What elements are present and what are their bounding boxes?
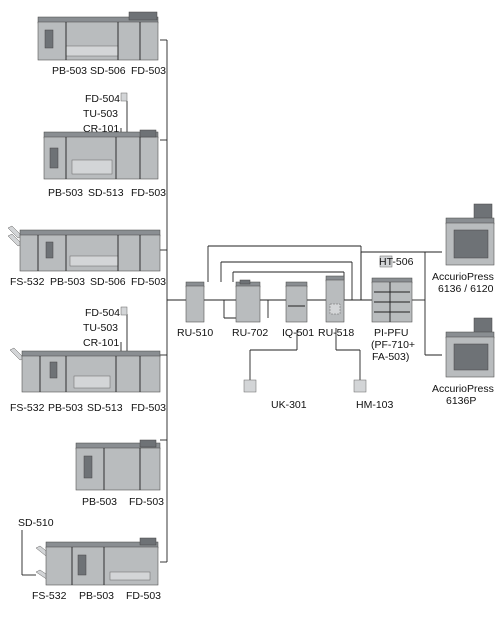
label-ru702: RU-702 [232,327,268,339]
labels: PB-503 SD-506 FD-503 FD-504 TU-503 CR-10… [10,65,494,602]
machine-config-6 [35,537,159,586]
unit-ht506 [379,255,393,268]
config1-label-sd506: SD-506 [90,65,126,77]
config2-label-sd513: SD-513 [88,187,124,199]
label-ru518: RU-518 [318,327,354,339]
config4-label-fs532: FS-532 [10,402,45,414]
press-6136-6120 [445,203,495,266]
config6-label-pb503: PB-503 [79,590,114,602]
config4-callout-cr101: CR-101 [83,337,119,349]
unit-pi-pfu [371,277,413,323]
config3-label-fs532: FS-532 [10,276,45,288]
config2-callout-fd504: FD-504 [85,93,120,105]
unit-hm103 [353,379,367,393]
unit-ru518 [325,275,345,323]
config5-label-pb503: PB-503 [82,496,117,508]
label-hm103: HM-103 [356,399,394,411]
unit-iq501 [285,281,308,323]
press1-label-line1: AccurioPress [432,271,494,283]
label-pi-pfu-line2: (PF-710+ [371,339,415,351]
unit-uk301 [243,379,257,393]
machine-config-3 [7,225,161,272]
config2-callout-tu503: TU-503 [83,108,118,120]
label-pi-pfu-line3: FA-503) [372,351,409,363]
config4-label-fd503: FD-503 [131,402,166,414]
machine-config-5 [75,439,161,491]
config6-label-fs532: FS-532 [32,590,67,602]
config1-label-fd503: FD-503 [131,65,166,77]
machine-config-1 [37,11,159,61]
label-iq501: IQ-501 [282,327,314,339]
unit-ru702 [235,279,261,323]
press2-label-line1: AccurioPress [432,383,494,395]
config6-callout-sd510: SD-510 [18,517,54,529]
config4-callout-tu503: TU-503 [83,322,118,334]
press2-label-line2: 6136P [446,395,476,407]
label-pi-pfu: PI-PFU [374,327,408,339]
config3-label-fd503: FD-503 [131,276,166,288]
config2-callout-cr101: CR-101 [83,123,119,135]
config4-label-pb503: PB-503 [48,402,83,414]
config4-callout-fd504: FD-504 [85,307,120,319]
config1-label-pb503: PB-503 [52,65,87,77]
config4-label-sd513: SD-513 [87,402,123,414]
label-uk301: UK-301 [271,399,307,411]
machine-config-4 [9,306,161,393]
config3-label-sd506: SD-506 [90,276,126,288]
config3-label-pb503: PB-503 [50,276,85,288]
label-ht506: HT-506 [379,256,414,268]
config6-label-fd503: FD-503 [126,590,161,602]
unit-ru510 [185,281,205,323]
label-ru510: RU-510 [177,327,213,339]
config2-label-pb503: PB-503 [48,187,83,199]
press1-label-line2: 6136 / 6120 [438,283,494,295]
config5-label-fd503: FD-503 [129,496,164,508]
config2-label-fd503: FD-503 [131,187,166,199]
machine-config-2 [43,92,159,180]
press-6136p [445,317,495,378]
